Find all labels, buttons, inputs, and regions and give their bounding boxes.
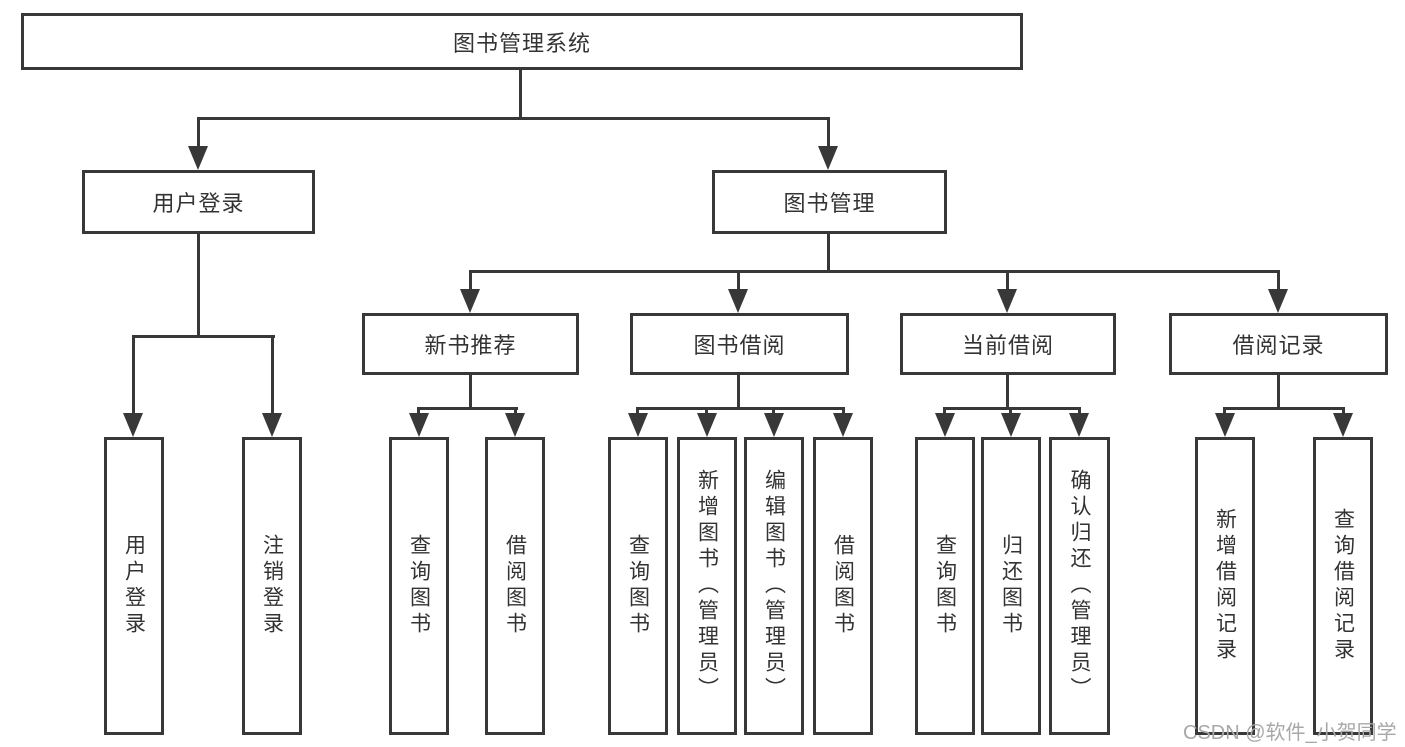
leaf-edit-books-admin: 编辑图书（管理员） — [744, 437, 804, 735]
arrowhead-down-icon — [1333, 413, 1353, 437]
leaf-label: 查询借阅记录 — [1331, 508, 1355, 664]
leaf-label: 查询图书 — [407, 534, 431, 638]
connector-line — [943, 407, 1081, 410]
leaf-borrow-books-recommend: 借阅图书 — [485, 437, 545, 735]
node-label: 当前借阅 — [961, 333, 1054, 358]
connector-line — [1277, 270, 1280, 291]
leaf-label: 新增图书（管理员） — [695, 469, 719, 703]
connector-line — [737, 375, 740, 408]
connector-line — [1006, 375, 1009, 408]
leaf-label: 借阅图书 — [503, 534, 527, 638]
leaf-borrow-books-borrowing: 借阅图书 — [813, 437, 873, 735]
connector-line — [636, 407, 639, 416]
connector-line — [1223, 407, 1345, 410]
connector-line — [417, 407, 518, 410]
node-label: 新书推荐 — [424, 333, 517, 358]
connector-line — [1078, 407, 1081, 416]
node-label: 图书管理系统 — [452, 30, 591, 56]
node-library-management-system: 图书管理系统 — [21, 13, 1023, 70]
connector-line — [705, 407, 708, 416]
leaf-return-books: 归还图书 — [981, 437, 1041, 735]
leaf-query-borrow-record: 查询借阅记录 — [1313, 437, 1373, 735]
leaf-label: 编辑图书（管理员） — [762, 469, 786, 703]
node-book-management: 图书管理 — [712, 170, 947, 234]
leaf-label: 用户登录 — [122, 534, 146, 638]
node-borrowing-records: 借阅记录 — [1169, 313, 1388, 375]
node-label: 用户登录 — [152, 191, 245, 216]
connector-line — [1006, 270, 1009, 291]
connector-line — [514, 407, 517, 416]
connector-line — [469, 270, 472, 291]
leaf-label: 归还图书 — [999, 534, 1023, 638]
connector-line — [132, 335, 275, 338]
node-label: 图书管理 — [783, 191, 876, 216]
arrowhead-down-icon — [728, 289, 748, 313]
connector-line — [1277, 375, 1280, 408]
leaf-query-books-borrowing: 查询图书 — [608, 437, 668, 735]
connector-line — [132, 335, 135, 415]
connector-line — [519, 69, 522, 117]
arrowhead-down-icon — [833, 413, 853, 437]
connector-line — [197, 117, 200, 151]
arrowhead-down-icon — [1215, 413, 1235, 437]
connector-line — [737, 270, 740, 291]
leaf-label: 查询图书 — [933, 534, 957, 638]
leaf-label: 新增借阅记录 — [1213, 508, 1237, 664]
node-label: 图书借阅 — [693, 333, 786, 358]
connector-line — [827, 234, 830, 272]
arrowhead-down-icon — [697, 413, 717, 437]
arrowhead-down-icon — [409, 413, 429, 437]
arrowhead-down-icon — [188, 146, 208, 170]
connector-line — [827, 117, 830, 151]
connector-line — [469, 270, 1280, 273]
leaf-label: 查询图书 — [626, 534, 650, 638]
node-user-login: 用户登录 — [82, 170, 315, 234]
connector-line — [943, 407, 946, 416]
connector-line — [271, 335, 274, 415]
arrowhead-down-icon — [123, 413, 143, 437]
node-label: 借阅记录 — [1232, 333, 1325, 358]
connector-line — [1009, 407, 1012, 416]
arrowhead-down-icon — [997, 289, 1017, 313]
connector-line — [636, 407, 845, 410]
leaf-label: 借阅图书 — [831, 534, 855, 638]
connector-line — [197, 117, 830, 120]
arrowhead-down-icon — [935, 413, 955, 437]
arrowhead-down-icon — [628, 413, 648, 437]
connector-line — [417, 407, 420, 416]
leaf-label: 注销登录 — [260, 534, 284, 638]
arrowhead-down-icon — [1069, 413, 1089, 437]
connector-line — [197, 234, 200, 335]
watermark: CSDN @软件_小贺同学 — [1183, 722, 1397, 744]
arrowhead-down-icon — [764, 413, 784, 437]
node-book-borrowing: 图书借阅 — [630, 313, 849, 375]
arrowhead-down-icon — [460, 289, 480, 313]
leaf-add-borrow-record: 新增借阅记录 — [1195, 437, 1255, 735]
arrowhead-down-icon — [1001, 413, 1021, 437]
leaf-query-books-recommend: 查询图书 — [389, 437, 449, 735]
leaf-user-login: 用户登录 — [104, 437, 164, 735]
connector-line — [469, 375, 472, 408]
arrowhead-down-icon — [505, 413, 525, 437]
arrowhead-down-icon — [262, 413, 282, 437]
leaf-add-books-admin: 新增图书（管理员） — [677, 437, 737, 735]
node-current-borrowing: 当前借阅 — [900, 313, 1116, 375]
leaf-logout: 注销登录 — [242, 437, 302, 735]
leaf-query-books-current: 查询图书 — [915, 437, 975, 735]
node-new-book-recommendation: 新书推荐 — [362, 313, 579, 375]
leaf-label: 确认归还（管理员） — [1068, 469, 1091, 703]
arrowhead-down-icon — [1268, 289, 1288, 313]
arrowhead-down-icon — [818, 146, 838, 170]
connector-line — [1342, 407, 1345, 416]
connector-line — [1223, 407, 1226, 416]
connector-line — [842, 407, 845, 416]
connector-line — [772, 407, 775, 416]
leaf-confirm-return-admin: 确认归还（管理员） — [1049, 437, 1110, 735]
